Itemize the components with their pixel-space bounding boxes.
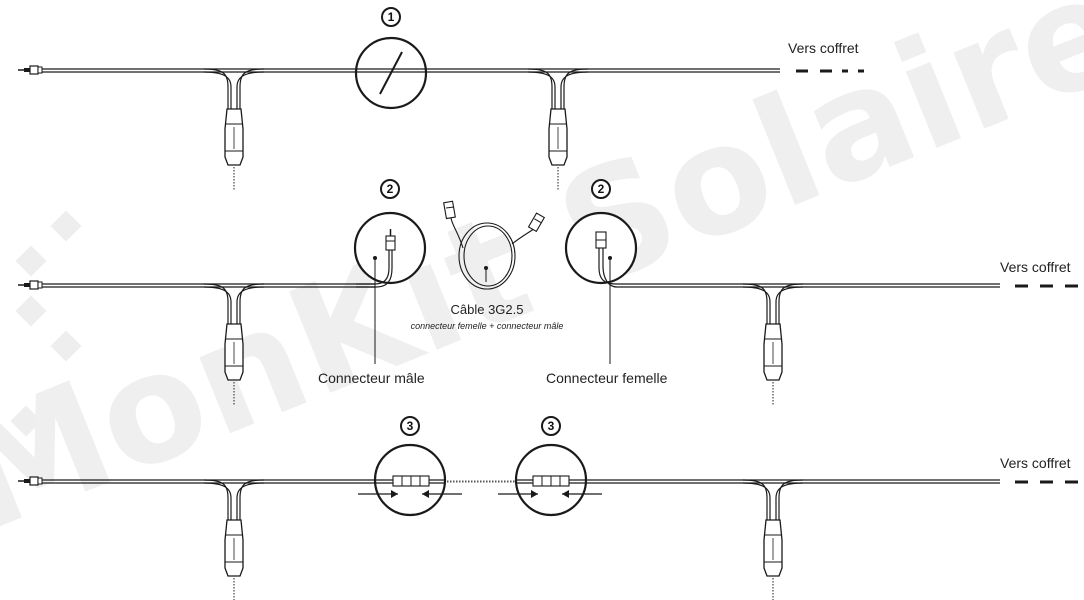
destination-label-row-1: Vers coffret — [788, 40, 859, 56]
female-connector-label: Connecteur femelle — [546, 370, 668, 386]
row-1-trunk — [17, 36, 864, 192]
step-badge-3-left: 3 — [400, 416, 420, 436]
male-connector-label: Connecteur mâle — [318, 370, 425, 386]
step-badge-1: 1 — [381, 7, 401, 27]
step-badge-2-right: 2 — [591, 179, 611, 199]
cable-subtitle: connecteur femelle + connecteur mâle — [410, 321, 564, 331]
step-badge-3-right: 3 — [541, 416, 561, 436]
destination-label-row-3: Vers coffret — [1000, 455, 1071, 471]
cable-3g25-illustration — [443, 200, 546, 290]
cable-title: Câble 3G2.5 — [450, 302, 524, 317]
row-2-trunk — [17, 200, 1078, 407]
step-badge-2-left: 2 — [380, 179, 400, 199]
destination-label-row-2: Vers coffret — [1000, 259, 1071, 275]
row-3-trunk — [17, 443, 1078, 600]
